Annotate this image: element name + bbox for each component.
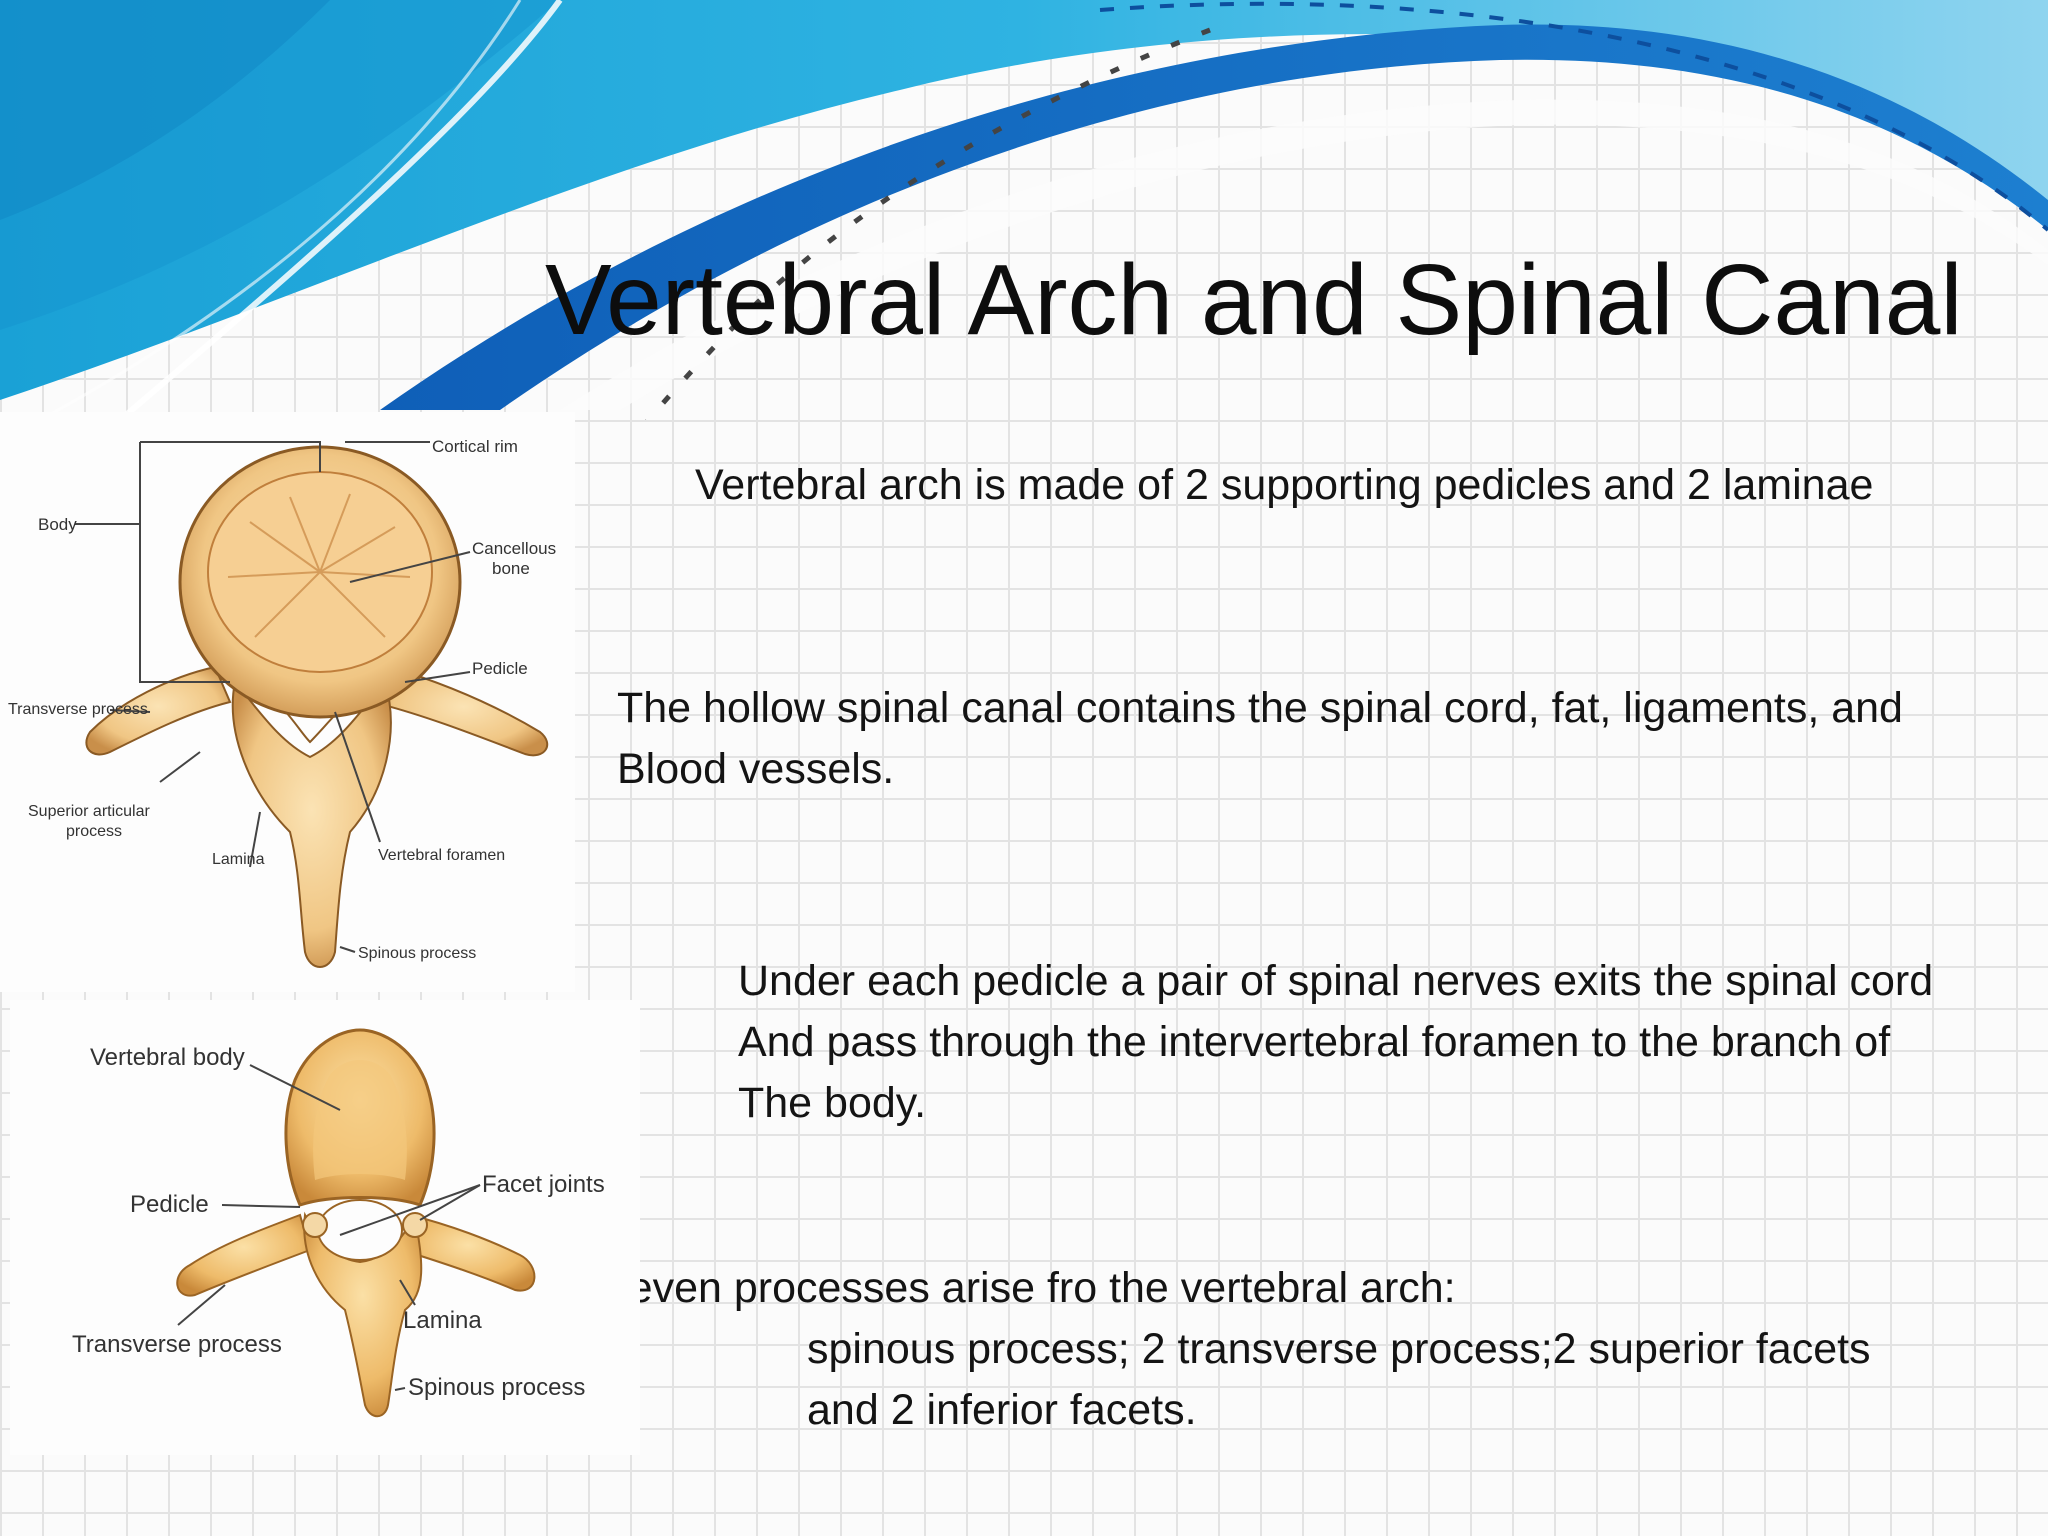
label-spinous-process-bottom: Spinous process	[408, 1374, 585, 1401]
label-cancellous: Cancellous	[472, 539, 556, 558]
vertebra-illustration-top: Cortical rim Body Cancellous bone Pedicl…	[8, 437, 556, 968]
label-transverse-process-bottom: Transverse process	[72, 1331, 282, 1358]
label-pedicle: Pedicle	[472, 659, 528, 678]
label-cortical-rim: Cortical rim	[432, 437, 518, 456]
bullet-line: The hollow spinal canal contains the spi…	[617, 684, 1903, 732]
vertebra-diagram-bottom: Vertebral body Facet joints Pedicle Lami…	[10, 1000, 640, 1455]
bullet-line: and 2 inferior facets.	[807, 1386, 1197, 1434]
bullet-line: Seven processes arise fro the vertebral …	[600, 1264, 1456, 1312]
vertebra-illustration-bottom: Vertebral body Facet joints Pedicle Lami…	[72, 1028, 605, 1418]
label-vertebral-foramen: Vertebral foramen	[378, 847, 505, 864]
label-facet-joints: Facet joints	[482, 1171, 605, 1198]
bullet-seven-processes: Seven processes arise fro the vertebral …	[600, 1258, 1871, 1441]
label-cancellous-bone: bone	[492, 559, 530, 578]
bullet-spinal-canal: The hollow spinal canal contains the spi…	[617, 678, 1903, 800]
bullet-line: Blood vessels.	[617, 745, 895, 793]
label-transverse-process: Transverse process	[8, 701, 148, 718]
label-superior-articular-process: process	[66, 823, 122, 840]
label-body: Body	[38, 515, 77, 534]
header-swoosh-decoration	[0, 0, 2048, 420]
bullet-line: spinous process; 2 transverse process;2 …	[807, 1325, 1871, 1373]
bullet-line: Under each pedicle a pair of spinal nerv…	[738, 957, 1934, 1005]
bullet-line: The body.	[738, 1079, 927, 1127]
label-lamina: Lamina	[212, 851, 265, 868]
label-superior-articular: Superior articular	[28, 803, 151, 820]
label-spinous-process: Spinous process	[358, 945, 476, 962]
bullet-spinal-nerves: Under each pedicle a pair of spinal nerv…	[738, 951, 1933, 1134]
bullet-line: Vertebral arch is made of 2 supporting p…	[695, 461, 1874, 509]
label-pedicle-bottom: Pedicle	[130, 1191, 209, 1218]
bullet-arch-composition: Vertebral arch is made of 2 supporting p…	[695, 455, 1873, 516]
label-vertebral-body: Vertebral body	[90, 1044, 245, 1071]
label-lamina-bottom: Lamina	[403, 1307, 482, 1334]
bullet-line: And pass through the intervertebral fora…	[738, 1018, 1891, 1066]
vertebra-diagram-top: Cortical rim Body Cancellous bone Pedicl…	[0, 412, 575, 992]
slide-title: Vertebral Arch and Spinal Canal	[545, 244, 1963, 356]
